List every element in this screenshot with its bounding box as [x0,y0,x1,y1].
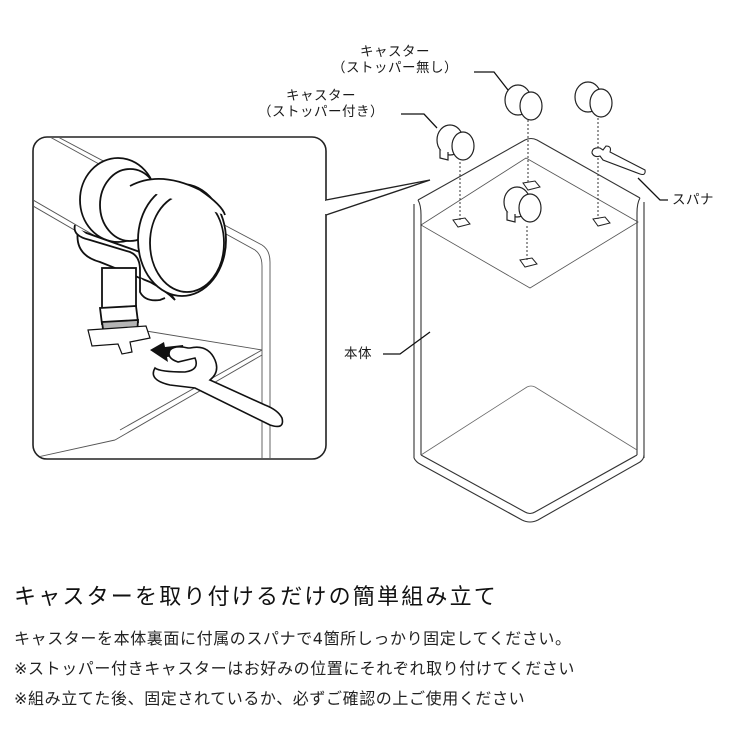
caption-line-2: ※ストッパー付きキャスターはお好みの位置にそれぞれ取り付けてください [14,659,576,678]
mount-plates [452,180,611,268]
label-caster-with-stopper: キャスター （ストッパー付き） [246,88,396,120]
guide-lines [459,118,599,260]
caster-no-stopper-icon-2 [574,81,613,118]
label-caster-no-stopper: キャスター （ストッパー無し） [320,44,470,76]
label-caster-with-stopper-line1: キャスター [286,88,356,104]
label-caster-with-stopper-line2: （ストッパー付き） [258,104,384,120]
caster-detail-icon [73,157,227,355]
main-body-box [413,137,645,523]
wrench-detail-icon [152,346,284,428]
caption-line-3: ※組み立てた後、固定されているか、必ずご確認の上ご使用ください [14,689,526,708]
detail-panel-surface [34,138,271,458]
caption-line-1: キャスターを本体裏面に付属のスパナで4箇所しっかり固定してください。 [14,629,572,648]
caster-with-stopper-icon-1 [436,124,475,161]
label-caster-no-stopper-line1: キャスター [360,44,430,60]
caption-title: キャスターを取り付けるだけの簡単組み立て [14,585,499,610]
caption-block: キャスターを取り付けるだけの簡単組み立て キャスターを本体裏面に付属のスパナで4… [14,582,734,714]
leader-lines [383,71,668,355]
wrench-icon [591,145,646,176]
caster-with-stopper-icon-2 [503,186,542,223]
label-caster-no-stopper-line2: （ストッパー無し） [332,60,458,76]
label-wrench: スパナ [672,192,714,208]
assembly-illustration [32,71,668,523]
label-body: 本体 [344,346,372,362]
caster-no-stopper-icon-1 [504,84,543,121]
